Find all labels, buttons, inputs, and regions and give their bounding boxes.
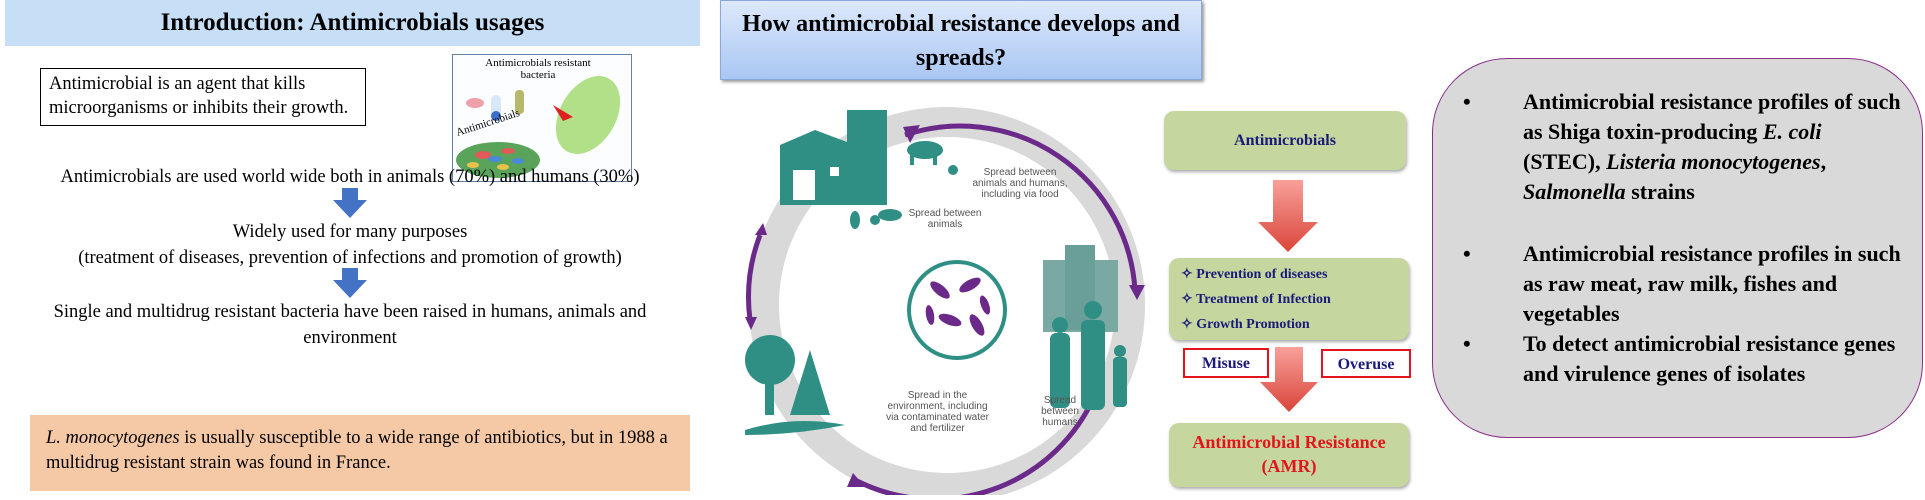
- resistant-bacteria-label: Antimicrobials resistant bacteria: [485, 57, 591, 81]
- objective-text: strains: [1625, 179, 1695, 204]
- pills-bacteria-icon: [456, 76, 621, 178]
- usage-text: Antimicrobials are used world wide both …: [60, 167, 640, 187]
- purposes-text: Widely used for many purposes: [232, 222, 468, 242]
- use-item: ✧ Growth Promotion: [1181, 312, 1397, 337]
- bacteria-icon: [907, 260, 1007, 360]
- objectives-box: • Antimicrobial resistance profiles of s…: [1432, 58, 1923, 438]
- intro-title-text: Introduction: Antimicrobials usages: [160, 9, 545, 36]
- cycle-graphic: [745, 107, 1145, 500]
- objective-2: Antimicrobial resistance profiles in suc…: [1523, 241, 1901, 326]
- amr-box: Antimicrobial Resistance (AMR): [1169, 423, 1409, 487]
- intro-title: Introduction: Antimicrobials usages: [5, 0, 700, 46]
- how-title: How antimicrobial resistance develops an…: [720, 0, 1202, 80]
- label-between-humans: Spread between humans: [1041, 395, 1079, 428]
- species-listeria: Listeria monocytogenes: [1606, 149, 1821, 174]
- label-between-animals: Spread between animals: [908, 208, 982, 230]
- objective-text: Antimicrobial resistance profiles of suc…: [1523, 89, 1901, 144]
- bullet-icon: •: [1463, 331, 1471, 356]
- amr-title: Antimicrobial Resistance: [1192, 432, 1386, 452]
- species-name: L. monocytogenes: [46, 428, 180, 448]
- use-label: Treatment of Infection: [1195, 292, 1331, 307]
- objective-1: Antimicrobial resistance profiles of suc…: [1523, 87, 1903, 207]
- species-salmonella: Salmonella: [1523, 179, 1626, 204]
- use-item: ✧ Treatment of Infection: [1181, 287, 1397, 312]
- objective-3: To detect antimicrobial resistance genes…: [1523, 331, 1896, 386]
- overuse-box: Overuse: [1321, 349, 1411, 378]
- objective-text: (STEC),: [1523, 149, 1607, 174]
- bullet-icon: •: [1463, 241, 1471, 266]
- objective-text: ,: [1820, 149, 1827, 174]
- use-label: Growth Promotion: [1196, 317, 1310, 332]
- amr-abbrev: (AMR): [1261, 456, 1317, 476]
- uses-box: ✧ Prevention of diseases ✧ Treatment of …: [1169, 258, 1409, 340]
- antimicrobials-box: Antimicrobials: [1164, 111, 1406, 170]
- use-label: Prevention of diseases: [1196, 267, 1328, 282]
- species-ecoli: E. coli: [1762, 119, 1822, 144]
- star-icon: ✧: [1181, 292, 1193, 307]
- family-icon: [1050, 301, 1127, 410]
- hospital-icon: [1043, 245, 1118, 332]
- down-arrow-icon: [1260, 347, 1318, 417]
- listeria-note: L. monocytogenes is usually susceptible …: [30, 415, 690, 491]
- label-environment: Spread in the environment, including via…: [886, 390, 989, 434]
- spread-cycle-diagram: Spread between animals Spread between an…: [735, 95, 1150, 500]
- definition-box: Antimicrobial is an agent that kills mic…: [40, 68, 366, 126]
- resistance-text: Single and multidrug resistant bacteria …: [53, 302, 647, 322]
- star-icon: ✧: [1181, 267, 1193, 282]
- down-arrow-icon: [333, 268, 367, 303]
- label-animals-humans: Spread between animals and humans, inclu…: [972, 167, 1068, 200]
- down-arrow-icon: [333, 188, 367, 223]
- down-arrow-icon: [1258, 180, 1318, 257]
- note-text: is usually susceptible to a wide range o…: [46, 428, 668, 473]
- antimicrobials-illustration: Antimicrobials resistant bacteria Antimi…: [452, 54, 632, 182]
- bullet-icon: •: [1463, 89, 1471, 114]
- resistance-text-2: environment: [303, 328, 397, 348]
- tree-icon: [745, 335, 845, 435]
- star-icon: ✧: [1181, 317, 1193, 332]
- purposes-detail-text: (treatment of diseases, prevention of in…: [78, 248, 622, 268]
- use-item: ✧ Prevention of diseases: [1181, 262, 1397, 287]
- misuse-box: Misuse: [1183, 348, 1269, 378]
